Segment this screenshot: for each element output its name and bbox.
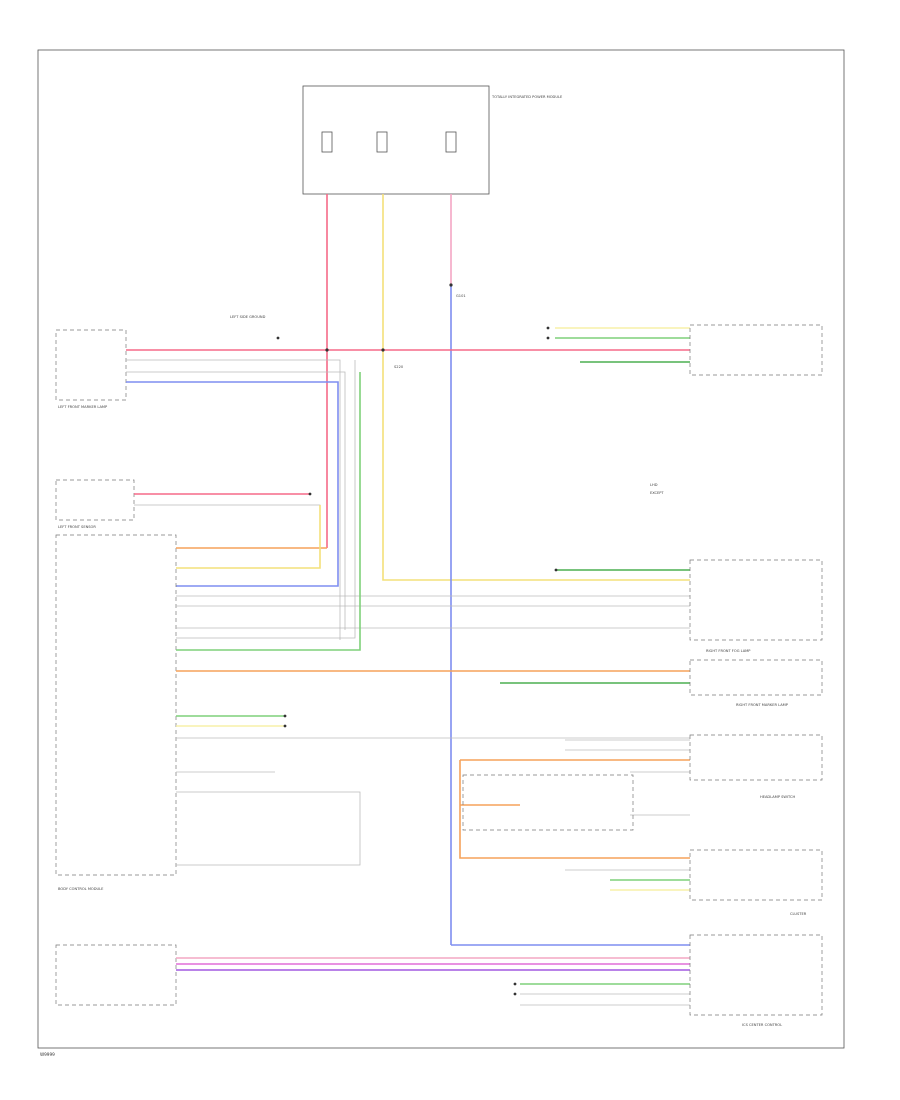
- cluster-connector: [689, 849, 823, 901]
- wire-gray-top-2: [126, 371, 346, 630]
- body-control-label: BODY CONTROL MODULE: [58, 887, 104, 891]
- left-marker-connector: [55, 329, 127, 401]
- right-fog-label: RIGHT FRONT FOG LAMP: [706, 649, 751, 653]
- left-sensor-connector: [55, 479, 135, 521]
- splice-dot-2: [449, 283, 453, 287]
- bottom-left-connector: [55, 944, 177, 1006]
- center-control-label: ICS CENTER CONTROL: [742, 1023, 782, 1027]
- wire-blue-horizontal: [126, 381, 339, 587]
- right-fog-connector: [689, 559, 823, 641]
- ground-dot-8: [513, 982, 517, 986]
- wire-gray-can-3: [176, 791, 361, 866]
- ground-dot-7: [554, 568, 558, 572]
- wire-gray-top: [126, 359, 341, 640]
- wire-gray-bcm-4: [176, 360, 356, 639]
- right-top-connector: [689, 324, 823, 376]
- wire-orange-right-loop: [459, 760, 690, 859]
- diagram-id: W9999: [40, 1052, 55, 1057]
- ground-dot-2: [308, 492, 312, 496]
- body-control-module: [55, 534, 177, 876]
- splice-dot-1: [381, 348, 385, 352]
- left-ground-label: LEFT SIDE GROUND: [230, 315, 266, 319]
- ground-dot-4: [283, 724, 287, 728]
- cluster-label: CLUSTER: [790, 912, 807, 916]
- fuse-3: [445, 131, 457, 153]
- fuse-1: [321, 131, 333, 153]
- note-box: [462, 774, 634, 831]
- diagram-frame: [37, 49, 845, 1049]
- fuse-box: [302, 85, 490, 195]
- wire-yellow-bcm-1: [176, 505, 321, 569]
- fuse-2: [376, 131, 388, 153]
- right-marker-label: RIGHT FRONT MARKER LAMP: [736, 703, 789, 707]
- ground-dot-6: [546, 336, 550, 340]
- legend-item-b: EXCEPT: [650, 491, 664, 495]
- legend-item-a: LHD: [650, 483, 658, 487]
- ground-dot-9: [513, 992, 517, 996]
- headlamp-switch-label: HEADLAMP SWITCH: [760, 795, 796, 799]
- right-marker-connector: [689, 659, 823, 696]
- splice-dot-3: [325, 348, 329, 352]
- headlamp-switch-connector: [689, 734, 823, 781]
- ground-dot-5: [546, 326, 550, 330]
- left-sensor-label: LEFT FRONT SENSOR: [58, 525, 96, 529]
- wire-gray-sensor: [134, 504, 321, 545]
- ground-label: G101: [456, 294, 466, 298]
- wire-yellow-vertical: [382, 194, 690, 581]
- fuse-box-label: TOTALLY INTEGRATED POWER MODULE: [491, 95, 563, 99]
- wire-green-bcm: [176, 372, 361, 651]
- left-marker-label: LEFT FRONT MARKER LAMP: [58, 405, 108, 409]
- ground-dot-1: [276, 336, 280, 340]
- splice-label: S220: [394, 365, 404, 369]
- center-control-connector: [689, 934, 823, 1016]
- ground-dot-3: [283, 714, 287, 718]
